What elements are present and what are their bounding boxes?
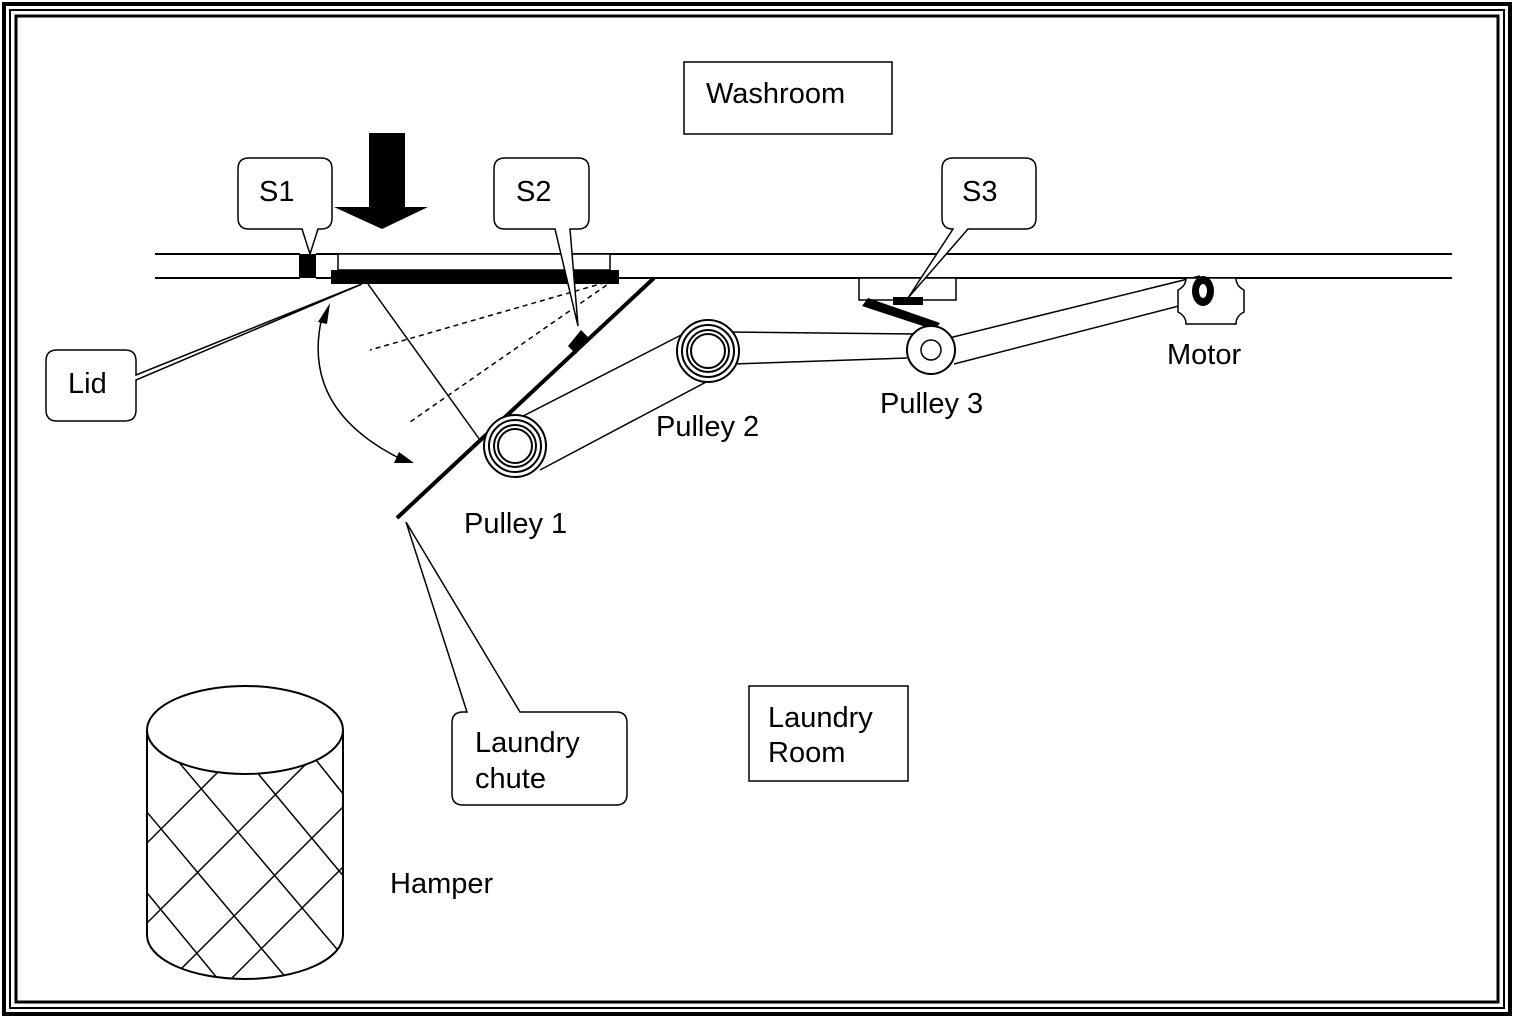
s2-label: S2 bbox=[516, 176, 551, 208]
laundry-chute bbox=[395, 276, 656, 520]
s1-label: S1 bbox=[259, 176, 294, 208]
callout-lid: Lid bbox=[45, 283, 363, 422]
callout-s1: S1 bbox=[237, 157, 333, 257]
pulley-3-assembly bbox=[858, 277, 957, 375]
sensor-s2 bbox=[568, 330, 589, 354]
lid-swing-lines bbox=[367, 279, 615, 441]
laundry-chute-label-line1: Laundry bbox=[475, 727, 580, 759]
swing-arrowhead-top-icon bbox=[318, 303, 330, 324]
pulley-1-label: Pulley 1 bbox=[464, 508, 567, 540]
s3-label: S3 bbox=[962, 176, 997, 208]
callout-laundry-chute: Laundry chute bbox=[405, 521, 628, 806]
pulley-2-label: Pulley 2 bbox=[656, 411, 759, 443]
laundry-room-text-line2: Room bbox=[768, 737, 845, 769]
washroom-label: Washroom bbox=[683, 61, 893, 135]
callout-s3: S3 bbox=[907, 157, 1037, 299]
laundry-room-text-line1: Laundry bbox=[768, 702, 873, 734]
lid-plate bbox=[331, 270, 619, 284]
pulley-3-arm bbox=[862, 298, 940, 330]
hamper-icon bbox=[146, 685, 344, 980]
sensor-s1 bbox=[299, 254, 316, 278]
pulley-1 bbox=[483, 414, 547, 478]
motor-label: Motor bbox=[1167, 339, 1241, 371]
pulley-2 bbox=[676, 319, 740, 383]
sensor-s3 bbox=[893, 297, 923, 305]
pulley-3-label: Pulley 3 bbox=[880, 388, 983, 420]
motor-icon bbox=[1177, 276, 1245, 325]
swing-arc bbox=[317, 316, 404, 461]
washroom-text: Washroom bbox=[706, 78, 845, 110]
belt bbox=[493, 275, 1203, 471]
push-down-arrow-icon bbox=[334, 133, 428, 229]
callout-s2: S2 bbox=[493, 157, 590, 327]
swing-arrowhead-bottom-icon bbox=[394, 452, 414, 463]
hamper-label: Hamper bbox=[390, 868, 493, 900]
laundry-room-label: Laundry Room bbox=[748, 685, 909, 782]
lid-label: Lid bbox=[68, 368, 107, 400]
laundry-chute-label-line2: chute bbox=[475, 763, 546, 795]
